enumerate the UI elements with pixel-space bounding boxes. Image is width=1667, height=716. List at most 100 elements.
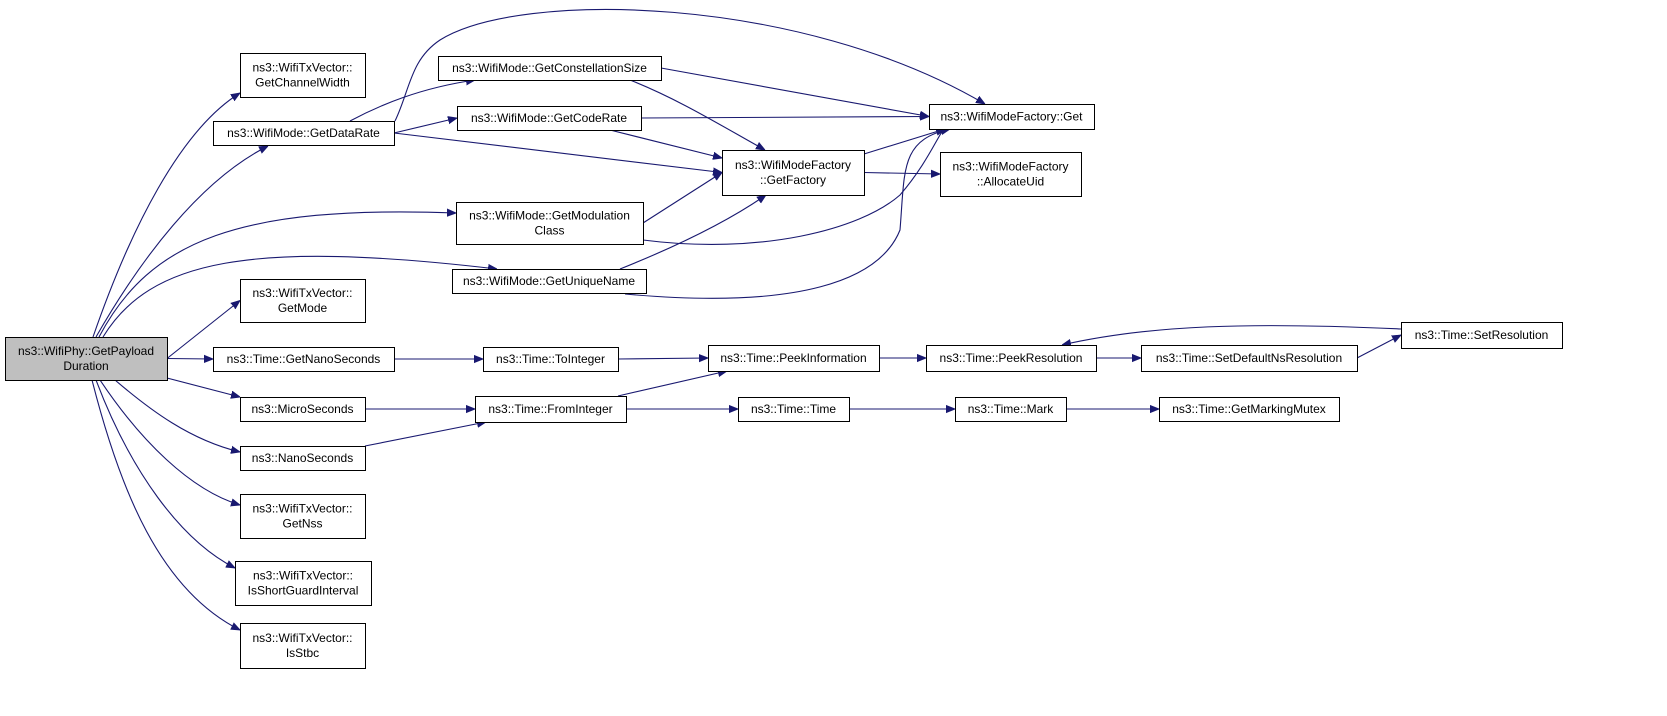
node-label: ns3::WifiMode::GetDataRate (227, 126, 380, 140)
node-box (213, 347, 395, 372)
node-label: ns3::WifiModeFactory (952, 160, 1068, 174)
node-mf_au[interactable]: ns3::WifiModeFactory::AllocateUid (940, 152, 1082, 197)
edge-mode_dr-to-mf_gf (393, 132, 722, 173)
node-box (722, 150, 865, 196)
node-t_pi[interactable]: ns3::Time::PeekInformation (708, 345, 880, 372)
edge-root-to-nano (114, 379, 240, 452)
node-label: ns3::NanoSeconds (252, 451, 353, 465)
edge-root-to-txv_stbc (91, 379, 240, 630)
edge-mode_mc-to-mf_gf (642, 173, 722, 224)
node-box (1159, 397, 1340, 422)
node-micro[interactable]: ns3::MicroSeconds (240, 397, 366, 422)
edge-mode_dr-to-mode_cs (349, 80, 475, 122)
node-label: Class (534, 224, 564, 238)
node-box (240, 623, 366, 669)
node-mode_cs[interactable]: ns3::WifiMode::GetConstellationSize (438, 56, 662, 81)
node-label: ns3::WifiPhy::GetPayload (18, 344, 154, 358)
node-label: GetNss (282, 517, 322, 531)
node-label: ns3::Time::GetNanoSeconds (227, 352, 381, 366)
node-label: ns3::WifiTxVector:: (252, 286, 352, 300)
node-label: ns3::WifiTxVector:: (252, 61, 352, 75)
node-mode_un[interactable]: ns3::WifiMode::GetUniqueName (452, 269, 647, 294)
node-label: ::GetFactory (760, 173, 826, 187)
node-box (738, 397, 850, 422)
node-label: ns3::Time::Mark (968, 402, 1055, 416)
node-box (955, 397, 1067, 422)
node-t_mark[interactable]: ns3::Time::Mark (955, 397, 1067, 422)
node-box (240, 446, 366, 471)
node-nano[interactable]: ns3::NanoSeconds (240, 446, 366, 471)
node-label: ns3::WifiMode::GetCodeRate (471, 111, 627, 125)
node-txv_nss[interactable]: ns3::WifiTxVector::GetNss (240, 494, 366, 539)
edge-root-to-mode_mc (98, 212, 456, 338)
node-box (483, 347, 619, 372)
node-label: Duration (63, 359, 108, 373)
node-t_gmm[interactable]: ns3::Time::GetMarkingMutex (1159, 397, 1340, 422)
node-box (240, 279, 366, 323)
edge-mf_gf-to-mf_au (863, 173, 940, 175)
nodes-layer: ns3::WifiPhy::GetPayloadDurationns3::Wif… (5, 53, 1563, 669)
node-label: ::AllocateUid (977, 175, 1044, 189)
edge-mode_un-to-mf_gf (619, 195, 766, 270)
node-box (213, 121, 395, 146)
edge-mode_dr-to-mode_cr (393, 118, 457, 134)
node-t_toi[interactable]: ns3::Time::ToInteger (483, 347, 619, 372)
node-box (240, 53, 366, 98)
node-txv_sgi[interactable]: ns3::WifiTxVector::IsShortGuardInterval (235, 561, 372, 606)
edge-root-to-mode_un (102, 255, 497, 338)
node-label: ns3::MicroSeconds (251, 402, 353, 416)
node-box (5, 337, 168, 381)
edge-root-to-t_gns (166, 359, 213, 360)
node-t_sdnr[interactable]: ns3::Time::SetDefaultNsResolution (1141, 345, 1358, 372)
node-label: ns3::WifiModeFactory::Get (940, 110, 1083, 124)
node-label: ns3::Time::PeekResolution (940, 351, 1083, 365)
node-label: ns3::Time::Time (751, 402, 836, 416)
edge-root-to-micro (166, 377, 240, 397)
node-label: ns3::Time::FromInteger (488, 402, 612, 416)
node-label: ns3::Time::SetDefaultNsResolution (1156, 351, 1342, 365)
node-label: IsShortGuardInterval (248, 584, 359, 598)
edge-root-to-txv_nss (99, 379, 240, 505)
node-txv_mode[interactable]: ns3::WifiTxVector::GetMode (240, 279, 366, 323)
node-box (438, 56, 662, 81)
node-mode_dr[interactable]: ns3::WifiMode::GetDataRate (213, 121, 395, 146)
edge-mode_cs-to-mf_get (660, 67, 929, 117)
edge-root-to-txv_mode (166, 301, 240, 359)
node-t_gns[interactable]: ns3::Time::GetNanoSeconds (213, 347, 395, 372)
node-box (1401, 322, 1563, 349)
edge-mode_dr-to-mf_get (394, 8, 985, 122)
node-label: ns3::Time::PeekInformation (720, 351, 866, 365)
edge-root-to-txv_chw (92, 93, 240, 338)
node-txv_stbc[interactable]: ns3::WifiTxVector::IsStbc (240, 623, 366, 669)
edge-root-to-txv_sgi (95, 379, 235, 568)
edge-mf_gf-to-mf_get (863, 129, 945, 155)
edge-mode_un-to-mf_get (624, 129, 950, 299)
node-label: ns3::Time::GetMarkingMutex (1172, 402, 1326, 416)
node-label: GetChannelWidth (255, 76, 350, 90)
node-label: ns3::WifiTxVector:: (252, 502, 352, 516)
node-t_time[interactable]: ns3::Time::Time (738, 397, 850, 422)
node-box (929, 104, 1095, 130)
node-t_pr[interactable]: ns3::Time::PeekResolution (926, 345, 1097, 372)
node-label: ns3::WifiMode::GetUniqueName (463, 274, 635, 288)
node-t_sr[interactable]: ns3::Time::SetResolution (1401, 322, 1563, 349)
node-label: ns3::WifiMode::GetModulation (469, 209, 630, 223)
edge-mode_cs-to-mf_gf (629, 79, 765, 150)
edge-mode_cr-to-mf_gf (609, 129, 722, 158)
node-box (235, 561, 372, 606)
edge-nano-to-t_fi (364, 422, 486, 447)
node-label: ns3::Time::ToInteger (496, 352, 605, 366)
node-txv_chw[interactable]: ns3::WifiTxVector::GetChannelWidth (240, 53, 366, 98)
node-box (457, 106, 642, 131)
node-mode_cr[interactable]: ns3::WifiMode::GetCodeRate (457, 106, 642, 131)
node-label: ns3::WifiTxVector:: (252, 631, 352, 645)
node-box (1141, 345, 1358, 372)
node-mf_get[interactable]: ns3::WifiModeFactory::Get (929, 104, 1095, 130)
node-t_fi[interactable]: ns3::Time::FromInteger (475, 396, 627, 423)
node-mf_gf[interactable]: ns3::WifiModeFactory::GetFactory (722, 150, 865, 196)
edges-layer (91, 8, 1401, 630)
node-label: IsStbc (286, 646, 319, 660)
